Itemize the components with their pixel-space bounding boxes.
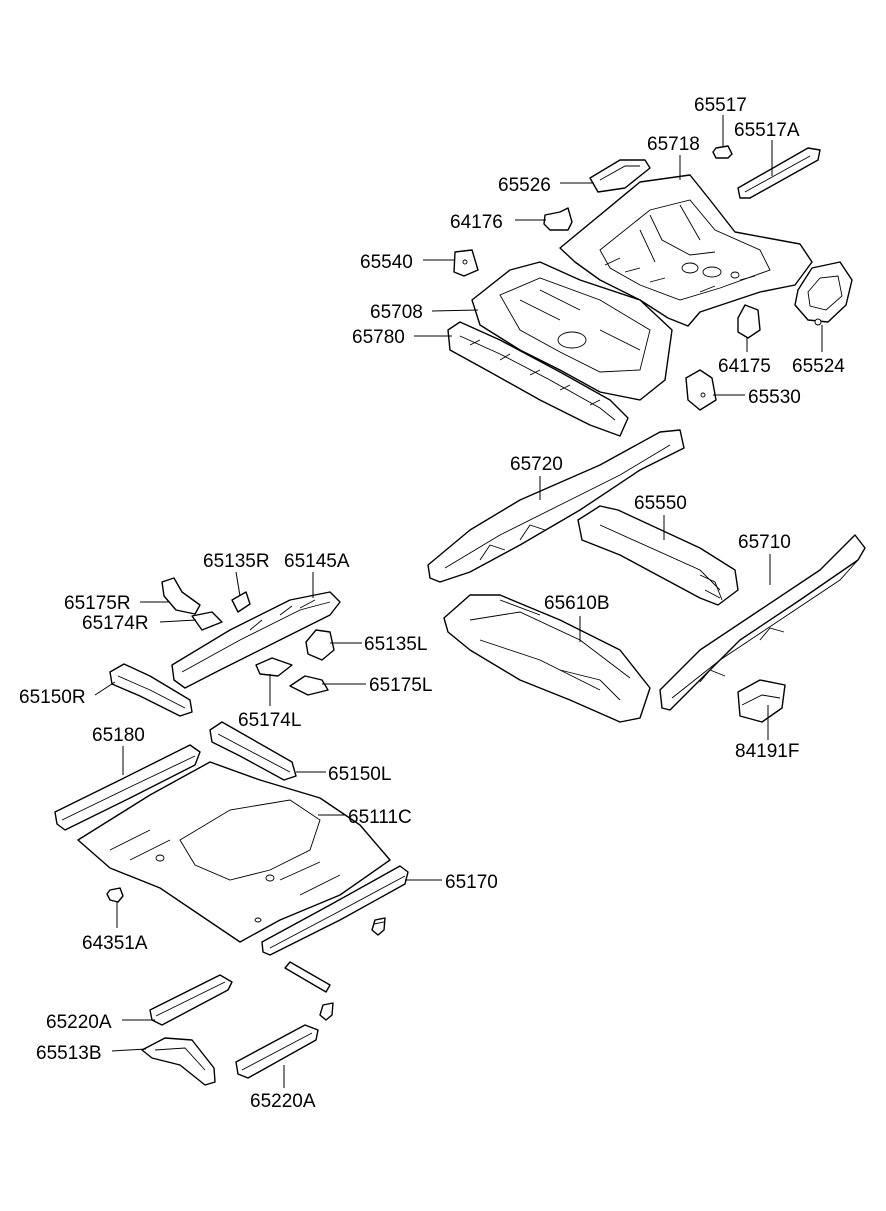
label-65150L: 65150L	[328, 764, 391, 785]
bracket-65513B	[141, 1037, 216, 1086]
tunnel-cover-65610B	[443, 594, 651, 723]
rear-floor-pan-65718	[559, 174, 813, 327]
label-65220A-lower: 65220A	[250, 1091, 316, 1112]
pad-84191F	[737, 679, 786, 723]
label-65517: 65517	[694, 95, 747, 116]
bracket-64175	[737, 304, 761, 339]
label-65780: 65780	[352, 327, 405, 348]
label-65710: 65710	[738, 532, 791, 553]
bracket-65135L	[305, 629, 335, 661]
bracket-64176	[543, 207, 573, 231]
cross-member-65145A	[171, 591, 341, 689]
label-65180: 65180	[92, 725, 145, 746]
label-64351A: 64351A	[82, 933, 148, 954]
side-sill-65170	[261, 865, 409, 956]
plate-65174R	[191, 611, 223, 631]
rear-floor-front-panel-65708	[471, 261, 673, 401]
side-member-65710	[659, 534, 866, 711]
cross-member-65780	[447, 321, 629, 437]
label-65720: 65720	[510, 454, 563, 475]
label-65111C: 65111C	[348, 807, 412, 828]
bracket-65530	[685, 369, 717, 411]
strap	[284, 961, 331, 993]
part-labels: 65517 65718 65517A 65526 64176 65540 657…	[19, 95, 845, 1112]
label-65175L: 65175L	[369, 675, 432, 696]
label-84191F: 84191F	[735, 741, 799, 762]
label-65174L: 65174L	[238, 710, 301, 731]
nut-64351A	[106, 887, 124, 903]
label-65170: 65170	[445, 872, 498, 893]
bracket-65175R	[161, 577, 201, 615]
side-member-65720	[427, 429, 685, 583]
label-65135R: 65135R	[203, 551, 270, 572]
bolt	[371, 917, 386, 936]
bolt	[319, 1002, 334, 1021]
label-65220A-upper: 65220A	[46, 1012, 112, 1033]
label-65517A: 65517A	[734, 120, 800, 141]
label-64176: 64176	[450, 212, 503, 233]
front-floor-panel-65111C	[77, 761, 391, 943]
side-sill-65180	[54, 744, 201, 831]
label-65610B: 65610B	[544, 593, 610, 614]
label-65708: 65708	[370, 302, 423, 323]
label-65526: 65526	[498, 175, 551, 196]
label-65718: 65718	[647, 134, 700, 155]
label-65530: 65530	[748, 387, 801, 408]
label-65135L: 65135L	[364, 634, 427, 655]
label-65150R: 65150R	[19, 687, 86, 708]
bracket-65220A-upper	[149, 974, 233, 1026]
leader-lines	[94, 115, 823, 1088]
label-65513B: 65513B	[36, 1043, 102, 1064]
label-65524: 65524	[792, 356, 845, 377]
bracket-65135R	[231, 591, 251, 613]
nut-65517	[712, 145, 733, 159]
plate-65540	[453, 249, 479, 277]
bracket-65517A	[737, 147, 821, 199]
plate-65526	[589, 159, 651, 193]
member-65150R	[109, 663, 193, 717]
bracket-65220A-lower	[235, 1024, 319, 1079]
plate-65174L	[255, 657, 293, 677]
bracket-65175L	[289, 675, 329, 696]
label-65550: 65550	[634, 493, 687, 514]
label-65174R: 65174R	[82, 613, 149, 634]
label-65175R: 65175R	[64, 593, 131, 614]
pan-65524	[794, 261, 853, 326]
label-65540: 65540	[360, 252, 413, 273]
member-65150L	[209, 721, 297, 781]
frame-65550	[577, 505, 739, 606]
label-64175: 64175	[718, 356, 771, 377]
label-65145A: 65145A	[284, 551, 350, 572]
